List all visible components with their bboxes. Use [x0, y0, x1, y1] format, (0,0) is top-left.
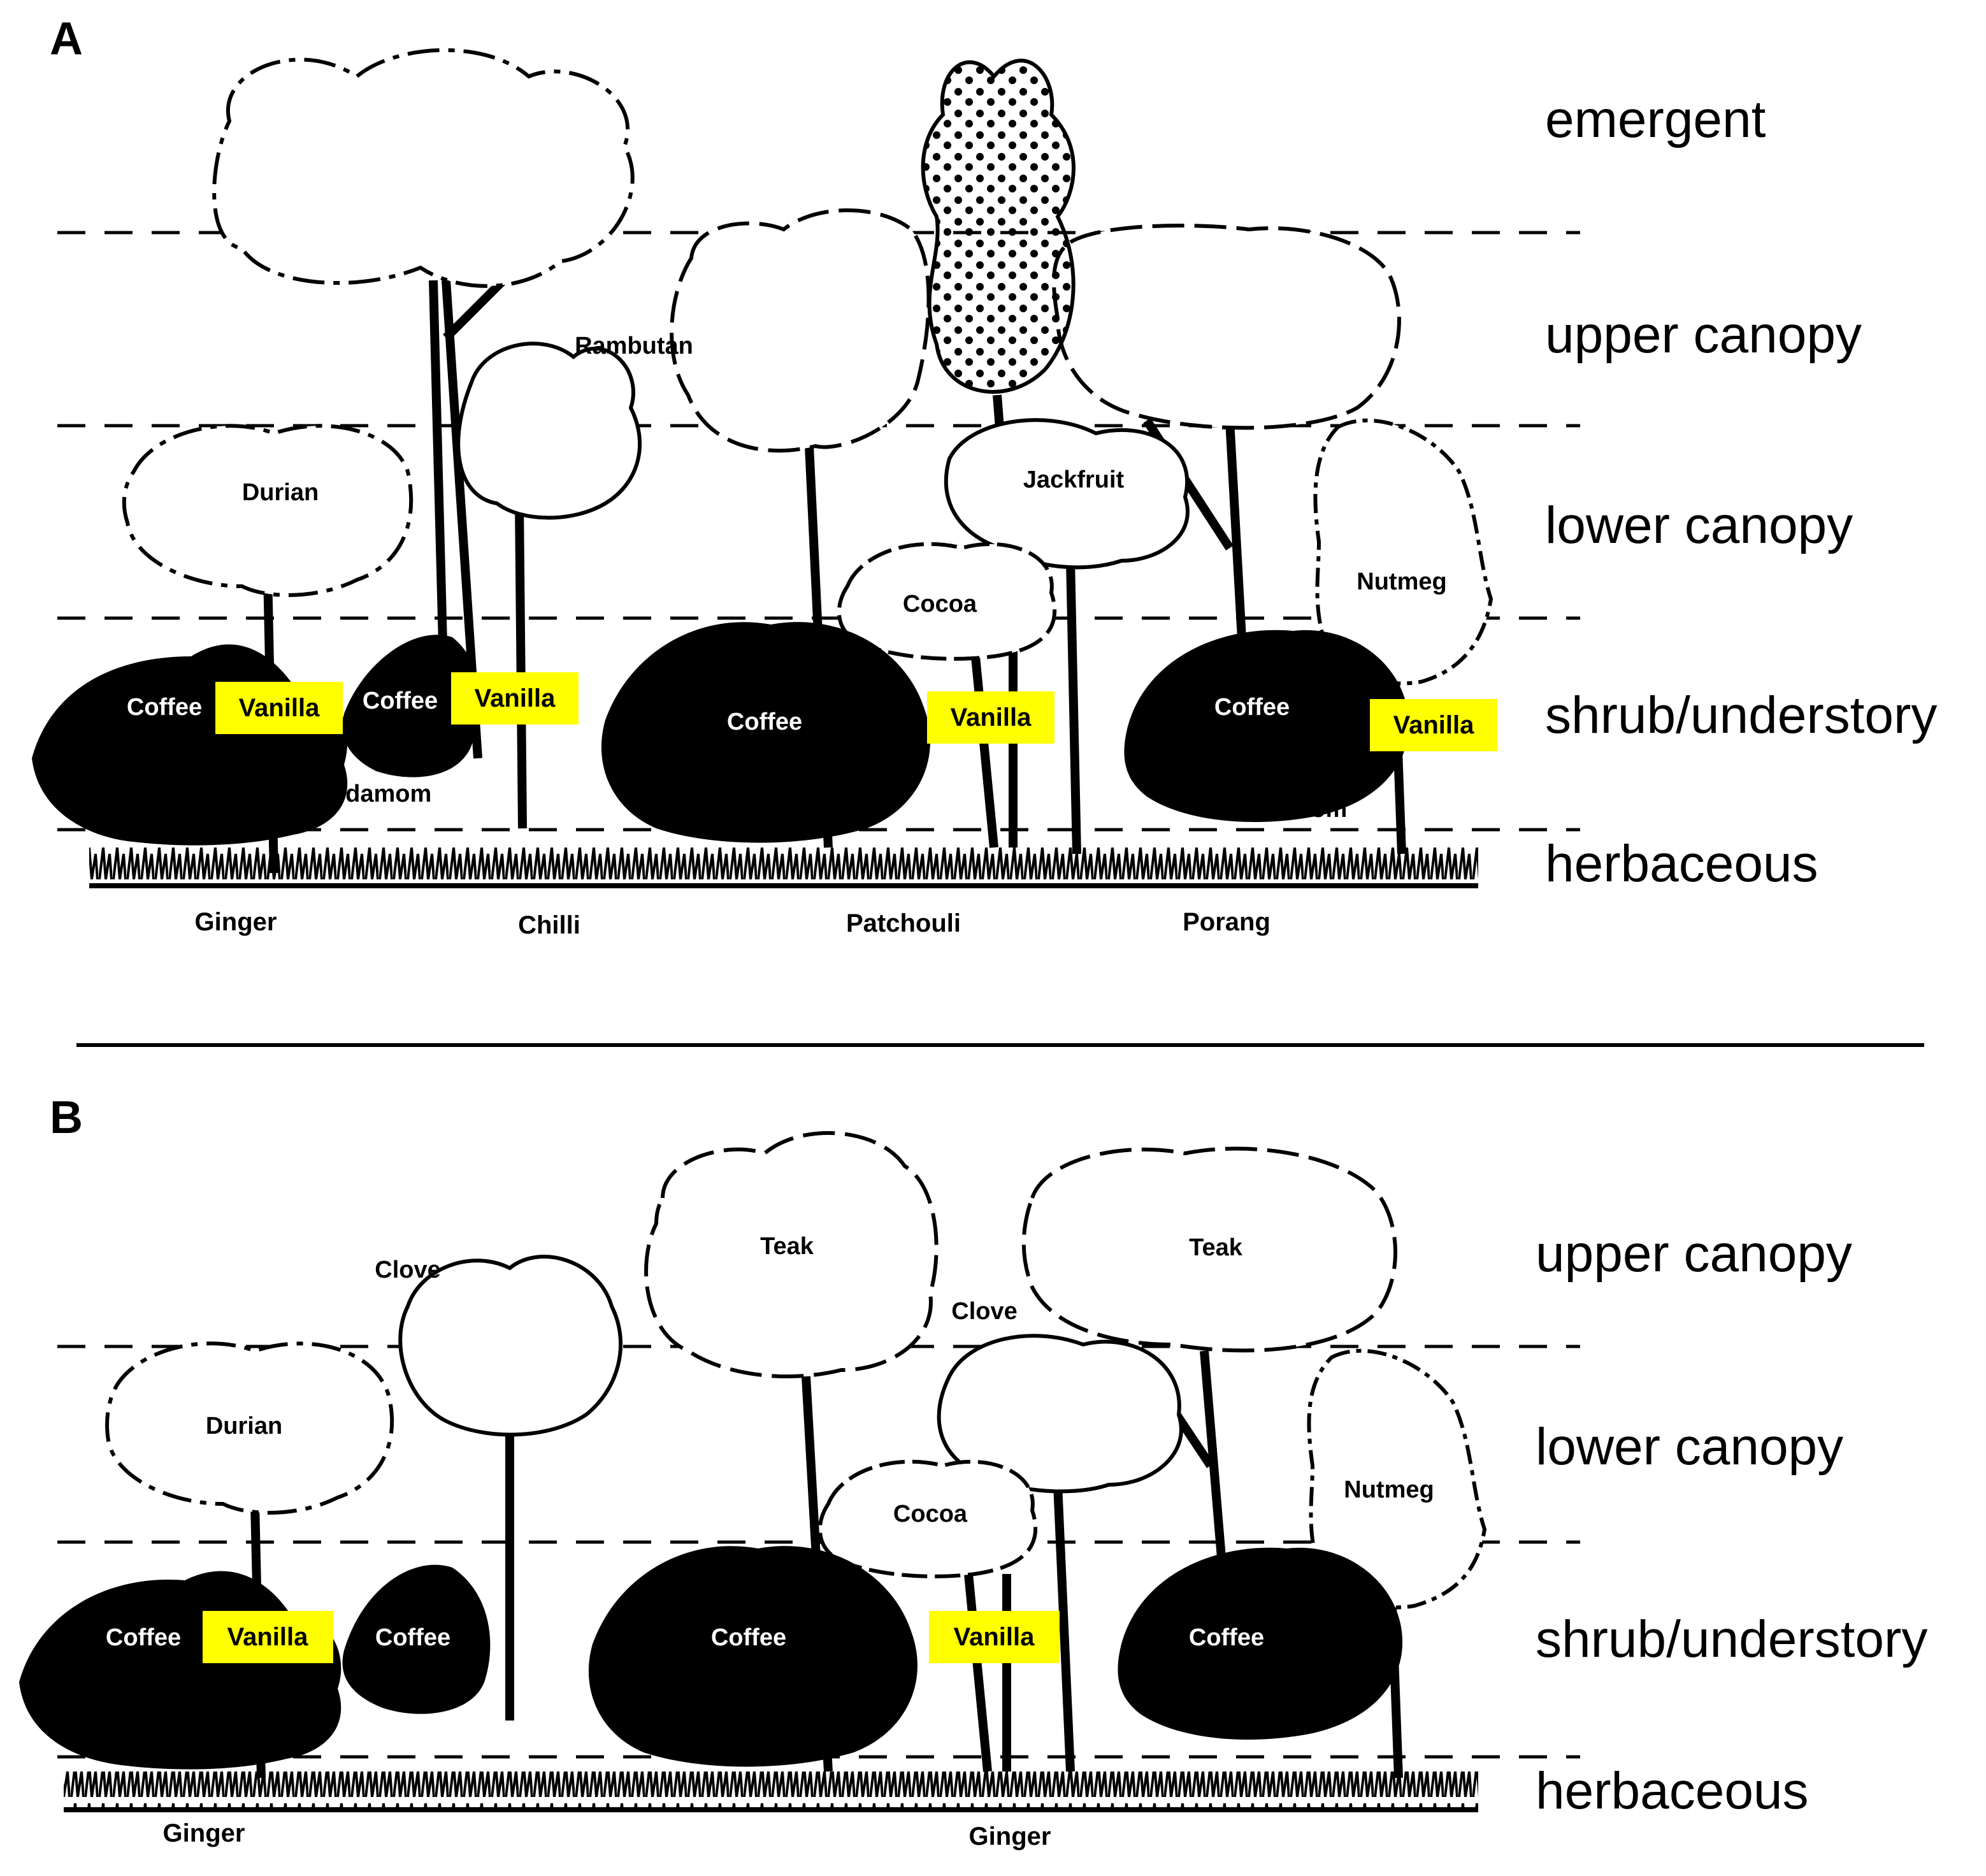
panel-a-label-cocoa: Cocoa: [903, 591, 977, 617]
panel-b-label-teak-2: Teak: [1189, 1234, 1243, 1261]
panel-b-ground-ginger-1: Ginger: [163, 1819, 245, 1847]
panel-a-vanilla-bg-3: [927, 691, 1054, 744]
panel-a-layer-emergent: emergent: [1545, 90, 1766, 148]
panel-b-clove-trunk-2: [1053, 1484, 1075, 1772]
panel-a-vanilla-2: Vanilla: [475, 684, 556, 712]
panel-a-vanilla-3: Vanilla: [951, 704, 1032, 732]
panel-b-letter: B: [50, 1092, 83, 1143]
panel-a-coffee-shrub-3: [601, 622, 930, 843]
panel-b-ground-ginger-2: Ginger: [969, 1822, 1051, 1851]
panel-a-durian-crown: [122, 424, 414, 597]
panel-a-cocoa-trunk: [970, 649, 1018, 848]
panel-a-crowns: [122, 48, 1493, 686]
panel-b-coffee-shrub-4: [1118, 1547, 1403, 1740]
panel-a-letter: A: [50, 13, 83, 64]
panel-a-emergent-crown: [212, 48, 635, 288]
panel-a-ground-porang: Porang: [1183, 908, 1270, 936]
panel-a-grass: [89, 848, 1478, 886]
panel-a-coffee-shrub-4: [1124, 630, 1409, 822]
panel-a-vanilla-bg-4: [1370, 699, 1497, 751]
panel-b-ground-line: [64, 1807, 1478, 1812]
panel-a-ground-ginger: Ginger: [195, 908, 277, 936]
panel-b-coffee-shrub-2: [342, 1564, 491, 1714]
panel-b: B: [19, 1092, 1927, 1851]
panel-a-label-durian: Durian: [242, 479, 319, 506]
panel-b-layer-names: upper canopy lower canopy shrub/understo…: [1536, 1225, 1927, 1820]
panel-b-vanilla-2: Vanilla: [954, 1623, 1035, 1651]
panel-b-layer-shrub: shrub/understory: [1536, 1610, 1927, 1668]
panel-a-dotted-crown: [921, 59, 1076, 394]
panel-a-label-rambutan: Rambutan: [575, 333, 693, 359]
panel-b-label-durian: Durian: [206, 1413, 282, 1439]
panel-a-vanilla-tags: Vanilla Vanilla Vanilla Vanilla: [215, 672, 1497, 751]
panel-b-layer-lower-canopy: lower canopy: [1536, 1418, 1843, 1476]
panel-a-layer-names: emergent upper canopy lower canopy shrub…: [1545, 90, 1937, 893]
panel-b-vanilla-tags: Vanilla Vanilla: [203, 1611, 1060, 1663]
panel-a-ground-chilli: Chilli: [518, 911, 580, 939]
panel-a-upper-canopy-crown: [670, 208, 931, 453]
panel-a-label-jackfruit: Jackfruit: [1023, 466, 1125, 493]
panel-a-label-cardamom-2: Cardamom: [1221, 796, 1348, 823]
panel-a-vanilla-bg-1: [215, 682, 343, 734]
panel-b-nutmeg-crown: [1307, 1348, 1487, 1610]
panel-b-label-cocoa: Cocoa: [893, 1501, 968, 1527]
panel-b-coffee-shrub-1: [19, 1571, 342, 1770]
panel-b-vanilla-bg-2: [929, 1611, 1060, 1663]
panel-a-layer-herbaceous: herbaceous: [1545, 835, 1818, 893]
panel-a-layer-lower-canopy: lower canopy: [1545, 496, 1853, 554]
panel-b-label-coffee-2: Coffee: [375, 1624, 450, 1651]
panel-b-teak-crown-1: [644, 1131, 939, 1378]
panel-b-vanilla-bg-1: [203, 1611, 333, 1663]
panel-b-cocoa-trunk: [964, 1573, 1011, 1772]
panel-a-coffee-shrub-1: [32, 644, 348, 846]
panel-a-label-nutmeg: Nutmeg: [1356, 568, 1446, 595]
panel-b-plant-labels: Teak Teak Clove Clove Durian Cocoa Nutme…: [106, 1233, 1434, 1651]
panel-b-label-coffee-1: Coffee: [106, 1624, 181, 1651]
panel-b-label-coffee-4: Coffee: [1189, 1624, 1264, 1651]
panel-a-vanilla-4: Vanilla: [1393, 711, 1474, 739]
panel-a-label-cardamom-1: Cardamom: [305, 781, 432, 807]
panel-a-layer-upper-canopy: upper canopy: [1545, 306, 1862, 364]
panel-a-upper-canopy-crown-right: [1052, 224, 1401, 430]
panel-a-vanilla-bg-2: [451, 672, 579, 725]
panel-a-rambutan-crown: [456, 342, 642, 520]
panel-b-label-nutmeg: Nutmeg: [1344, 1476, 1434, 1503]
panel-b-label-clove-2: Clove: [951, 1298, 1017, 1325]
panel-a: A: [32, 13, 1937, 939]
panel-b-layer-upper-canopy: upper canopy: [1536, 1225, 1852, 1283]
panel-a-jackfruit-trunk: [1066, 560, 1081, 855]
panel-b-layer-herbaceous: herbaceous: [1536, 1762, 1809, 1820]
panel-b-label-clove-1: Clove: [375, 1257, 440, 1283]
panel-a-label-coffee-4: Coffee: [1214, 694, 1290, 721]
panel-b-grass: [64, 1771, 1478, 1810]
panel-b-clove-crown-1: [398, 1255, 623, 1437]
panel-b-vanilla-1: Vanilla: [227, 1623, 308, 1651]
panel-b-label-teak-1: Teak: [760, 1233, 814, 1260]
panel-a-label-coffee-3: Coffee: [727, 709, 802, 735]
panel-a-plant-labels: Durian Rambutan Jackfruit Cocoa Nutmeg C…: [127, 333, 1447, 823]
panel-b-teak-crown-2: [1021, 1146, 1397, 1353]
panel-a-vanilla-1: Vanilla: [239, 694, 320, 722]
panel-a-ground-patchouli: Patchouli: [846, 909, 961, 937]
panel-b-ground-labels: Ginger Ginger: [163, 1819, 1051, 1851]
panel-a-label-coffee-2: Coffee: [363, 688, 438, 714]
panel-a-ground-line: [89, 883, 1478, 888]
panel-b-durian-crown: [105, 1341, 394, 1515]
panel-b-coffee-shrub-3: [588, 1546, 917, 1767]
panel-b-label-coffee-3: Coffee: [711, 1624, 786, 1651]
panel-a-label-coffee-1: Coffee: [127, 694, 202, 721]
panel-a-layer-shrub: shrub/understory: [1545, 686, 1937, 744]
panel-a-nutmeg-crown: [1313, 418, 1493, 686]
panel-a-ground-labels: Ginger Chilli Patchouli Porang: [195, 908, 1270, 939]
panel-b-crowns: [105, 1131, 1487, 1610]
panel-a-coffee-shrub-2: [342, 635, 480, 777]
panel-a-rambutan-trunk: [515, 503, 527, 829]
